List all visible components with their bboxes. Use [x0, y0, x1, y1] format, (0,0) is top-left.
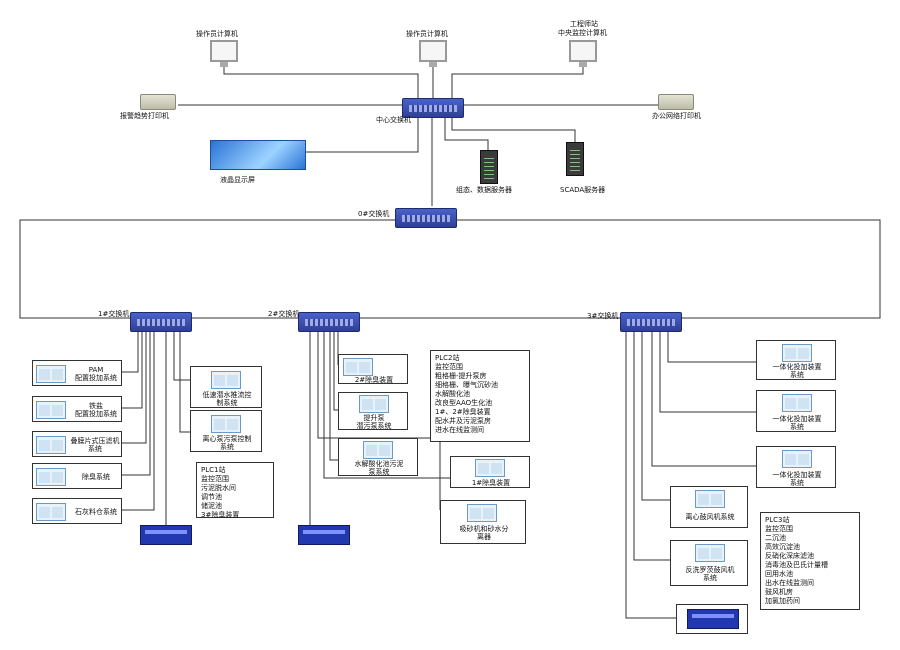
plc3-item: 高效沉淀池: [765, 543, 800, 551]
switch-3-icon: [620, 312, 682, 332]
subsystem-deodorizer-2: 2#除臭装置: [338, 354, 408, 384]
hmi-screen-icon: [36, 503, 66, 521]
ups-icon-2: [298, 525, 350, 545]
switch-2-icon: [298, 312, 360, 332]
plc2-item: 水解酸化池: [435, 390, 470, 398]
plc1-item: 污泥脱水间: [201, 484, 236, 492]
plc1-station-panel: PLC1站 监控范围 污泥脱水间 调节池 储泥池 3#除臭装置: [196, 462, 274, 519]
server-icon: [566, 142, 584, 176]
hmi-screen-icon: [36, 365, 66, 383]
config-server-label: 组态、数据服务器: [456, 186, 512, 194]
hmi-screen-icon: [36, 468, 66, 486]
lcd-label: 液晶显示屏: [220, 176, 255, 184]
plc3-station-panel: PLC3站 监控范围 二沉池 高效沉淀池 反硝化深床滤池 消毒池及巴氏计量槽 回…: [760, 512, 860, 610]
plc1-title: PLC1站: [201, 466, 226, 474]
hmi-screen-icon: [695, 544, 725, 562]
plc2-item: 1#、2#除臭装置: [435, 408, 491, 416]
plc3-item: 消毒池及巴氏计量槽: [765, 561, 828, 569]
subsystem-lift-pump: 提升泵 潜污泵系统: [338, 392, 408, 430]
switch-1-icon: [130, 312, 192, 332]
subsystem-deodorization: 除臭系统: [32, 463, 122, 489]
engineer-station-label-1: 工程师站: [570, 20, 598, 28]
printer-icon: [140, 94, 176, 110]
subsystem-iron-salt: 铁盐 配置投加系统: [32, 396, 122, 422]
engineer-station-label-2: 中央监控计算机: [558, 29, 607, 37]
plc2-item: 粗格栅-提升泵房: [435, 372, 487, 380]
hmi-screen-icon: [359, 395, 389, 413]
plc3-item: 加氯加药间: [765, 597, 800, 605]
subsystem-integrated-dosing-2: 一体化投加装置 系统: [756, 390, 836, 432]
subsystem-filter-press: 叠膜片式压滤机 系统: [32, 431, 122, 457]
office-printer-label: 办公网络打印机: [652, 112, 701, 120]
subsystem-integrated-dosing-3: 一体化投加装置 系统: [756, 446, 836, 488]
plc2-station-panel: PLC2站 监控范围 粗格栅-提升泵房 细格栅、曝气沉砂池 水解酸化池 改良型A…: [430, 350, 530, 442]
subsystem-sand-suction: 吸砂机和砂水分 离器: [440, 500, 526, 544]
subsystem-integrated-dosing-1: 一体化投加装置 系统: [756, 340, 836, 380]
hmi-screen-icon: [343, 358, 373, 376]
hmi-screen-icon: [782, 394, 812, 412]
plc3-item: 出水在线监测间: [765, 579, 814, 587]
plc3-item: 二沉池: [765, 534, 786, 542]
switch-2-label: 2#交换机: [268, 310, 300, 318]
hmi-screen-icon: [211, 415, 241, 433]
plc2-item: 监控范围: [435, 363, 463, 371]
lcd-display-icon: [210, 140, 306, 170]
plc3-item: 回用水池: [765, 570, 793, 578]
switch-0-icon: [395, 208, 457, 228]
switch-1-label: 1#交换机: [98, 310, 130, 318]
ups-icon-1: [140, 525, 192, 545]
ups-enclosure-3: [676, 604, 748, 634]
plc2-item: 细格栅、曝气沉砂池: [435, 381, 498, 389]
subsystem-roots-blower: 反洗罗茨鼓风机 系统: [670, 540, 748, 586]
plc1-item: 3#除臭装置: [201, 511, 240, 519]
subsystem-centrifugal-pump: 离心泵污泵控制 系统: [190, 410, 262, 452]
subsystem-hydrolysis-sludge: 水解酸化池污泥 泵系统: [338, 438, 418, 476]
hmi-screen-icon: [36, 401, 66, 419]
plc2-title: PLC2站: [435, 354, 460, 362]
server-icon: [480, 150, 498, 184]
subsystem-centrifugal-blower: 离心鼓风机系统: [670, 486, 748, 528]
plc1-item: 调节池: [201, 493, 222, 501]
subsystem-submersible-mixer: 低速潜水推流控 制系统: [190, 366, 262, 408]
alarm-printer-label: 报警趋势打印机: [120, 112, 169, 120]
operator-pc-left-label: 操作员计算机: [196, 30, 238, 38]
plc3-item: 反硝化深床滤池: [765, 552, 814, 560]
plc2-item: 配水井及污泥泵房: [435, 417, 491, 425]
printer-icon: [658, 94, 694, 110]
hmi-screen-icon: [467, 504, 497, 522]
hmi-screen-icon: [475, 459, 505, 477]
plc2-item: 进水在线监测间: [435, 426, 484, 434]
hmi-screen-icon: [36, 436, 66, 454]
subsystem-pam: PAM 配置投加系统: [32, 360, 122, 386]
plc1-item: 储泥池: [201, 502, 222, 510]
monitor-icon: [569, 40, 597, 67]
subsystem-deodorizer-1: 1#除臭装置: [450, 456, 530, 488]
hmi-screen-icon: [695, 490, 725, 508]
monitor-icon: [419, 40, 447, 67]
switch-0-label: 0#交换机: [358, 210, 390, 218]
switch-3-label: 3#交换机: [587, 312, 619, 320]
plc3-item: 监控范围: [765, 525, 793, 533]
subsystem-lime-silo: 石灰料仓系统: [32, 498, 122, 524]
hmi-screen-icon: [782, 344, 812, 362]
plc3-title: PLC3站: [765, 516, 790, 524]
scada-server-label: SCADA服务器: [560, 186, 606, 194]
ups-icon-3: [687, 609, 739, 629]
hmi-screen-icon: [363, 441, 393, 459]
plc1-item: 监控范围: [201, 475, 229, 483]
monitor-icon: [210, 40, 238, 67]
plc2-item: 改良型AAO生化池: [435, 399, 493, 407]
operator-pc-mid-label: 操作员计算机: [406, 30, 448, 38]
center-switch-icon: [402, 98, 464, 118]
hmi-screen-icon: [782, 450, 812, 468]
center-switch-label: 中心交换机: [376, 116, 411, 124]
plc3-item: 鼓风机房: [765, 588, 793, 596]
hmi-screen-icon: [211, 371, 241, 389]
